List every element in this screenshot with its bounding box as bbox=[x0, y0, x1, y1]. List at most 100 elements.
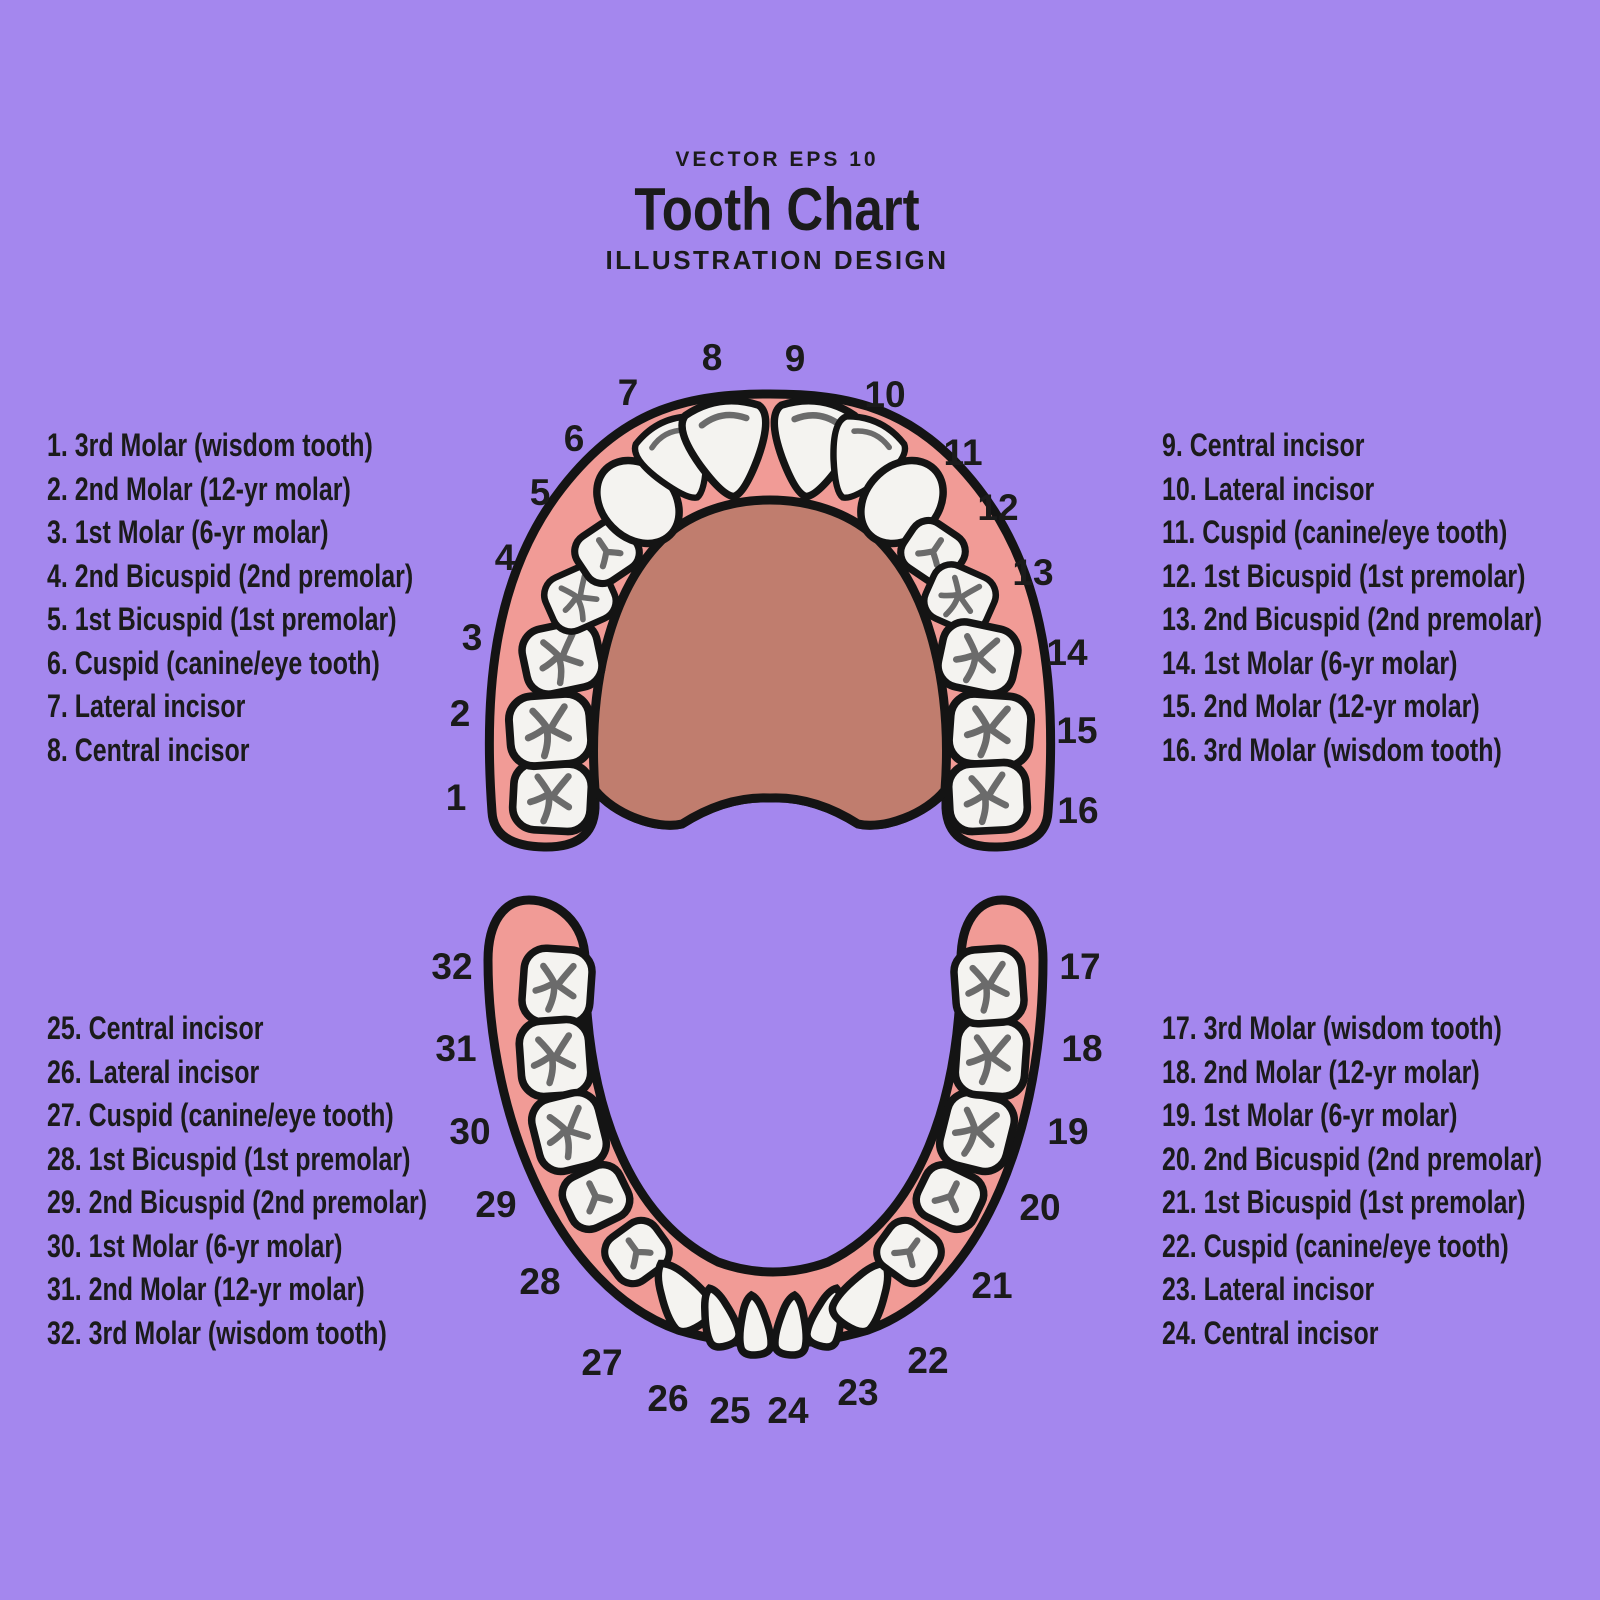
tooth-number-label: 32 bbox=[431, 946, 472, 987]
page-title: Tooth Chart bbox=[634, 176, 920, 243]
tooth-fissure bbox=[532, 962, 577, 1013]
tooth-3 bbox=[518, 618, 606, 698]
tooth-fissure bbox=[595, 537, 624, 570]
tooth-shape bbox=[828, 1259, 892, 1336]
tooth-number-label: 26 bbox=[647, 1378, 688, 1419]
legend-item: 30. 1st Molar (6-yr molar) bbox=[47, 1227, 343, 1264]
tooth-fissure bbox=[963, 771, 1010, 826]
legend-item: 14. 1st Molar (6-yr molar) bbox=[1162, 644, 1458, 681]
tooth-number-label: 2 bbox=[450, 693, 471, 734]
tooth-fissure bbox=[524, 703, 573, 760]
legend-item: 23. Lateral incisor bbox=[1162, 1271, 1375, 1307]
legend-item: 5. 1st Bicuspid (1st premolar) bbox=[47, 601, 397, 637]
title-subtitle: ILLUSTRATION DESIGN bbox=[605, 245, 949, 275]
legend-item: 18. 2nd Molar (12-yr molar) bbox=[1162, 1053, 1480, 1090]
tooth-fissure bbox=[625, 1237, 654, 1270]
tooth-27 bbox=[654, 1259, 718, 1336]
tooth-number-label: 31 bbox=[435, 1028, 476, 1069]
tooth-number-label: 22 bbox=[907, 1340, 948, 1381]
tooth-16 bbox=[944, 758, 1032, 836]
legend-item: 20. 2nd Bicuspid (2nd premolar) bbox=[1162, 1140, 1543, 1177]
tooth-shape bbox=[736, 1290, 775, 1359]
legend-item: 13. 2nd Bicuspid (2nd premolar) bbox=[1162, 601, 1543, 637]
tooth-number-label: 30 bbox=[449, 1111, 490, 1152]
legend-item: 16. 3rd Molar (wisdom tooth) bbox=[1162, 731, 1502, 768]
tooth-number-label: 6 bbox=[564, 418, 585, 459]
tooth-shape bbox=[771, 1290, 810, 1359]
tooth-22 bbox=[828, 1259, 892, 1336]
tooth-fissure bbox=[558, 573, 600, 623]
legend-item: 12. 1st Bicuspid (1st premolar) bbox=[1162, 557, 1526, 594]
tooth-number-label: 16 bbox=[1057, 790, 1098, 831]
title-block: VECTOR EPS 10 Tooth Chart ILLUSTRATION D… bbox=[605, 148, 948, 276]
tooth-fissure bbox=[530, 1032, 577, 1087]
legend-item: 8. Central incisor bbox=[47, 731, 250, 768]
tooth-31 bbox=[515, 1015, 595, 1101]
tooth-number-label: 5 bbox=[530, 472, 551, 513]
tooth-fissure bbox=[952, 633, 1001, 684]
title-kicker: VECTOR EPS 10 bbox=[675, 148, 879, 171]
legend-item: 32. 3rd Molar (wisdom tooth) bbox=[47, 1314, 387, 1351]
legend-item: 11. Cuspid (canine/eye tooth) bbox=[1162, 514, 1508, 550]
tooth-17 bbox=[950, 944, 1028, 1028]
tooth-number-label: 3 bbox=[462, 617, 483, 658]
tooth-fissure bbox=[791, 412, 843, 428]
tooth-fissure bbox=[891, 1237, 921, 1269]
tooth-number-label: 1 bbox=[446, 777, 467, 818]
tooth-number-label: 19 bbox=[1047, 1111, 1088, 1152]
legend-lower-right: 17. 3rd Molar (wisdom tooth) 18. 2nd Mola… bbox=[1162, 1007, 1542, 1355]
tooth-number-label: 21 bbox=[971, 1265, 1012, 1306]
legend-item: 3. 1st Molar (6-yr molar) bbox=[47, 514, 329, 550]
legend-item: 1. 3rd Molar (wisdom tooth) bbox=[47, 427, 373, 463]
legend-item: 26. Lateral incisor bbox=[47, 1053, 260, 1090]
legend-item: 25. Central incisor bbox=[47, 1010, 264, 1046]
tooth-14 bbox=[934, 618, 1022, 698]
tooth-8 bbox=[678, 396, 770, 501]
tooth-number-label: 29 bbox=[475, 1184, 516, 1225]
legend-item: 2. 2nd Molar (12-yr molar) bbox=[47, 470, 351, 507]
tooth-number-label: 12 bbox=[977, 487, 1018, 528]
legend-item: 9. Central incisor bbox=[1162, 427, 1365, 463]
tooth-number-label: 15 bbox=[1056, 710, 1097, 751]
tooth-18 bbox=[951, 1015, 1031, 1101]
tooth-fissure bbox=[851, 428, 892, 451]
tooth-number-label: 4 bbox=[495, 537, 516, 578]
tooth-fissure bbox=[698, 411, 750, 429]
legend-item: 31. 2nd Molar (12-yr molar) bbox=[47, 1271, 365, 1307]
legend-item: 29. 2nd Bicuspid (2nd premolar) bbox=[47, 1184, 428, 1220]
tooth-25 bbox=[736, 1290, 775, 1359]
tooth-number-label: 7 bbox=[618, 372, 639, 413]
tooth-number-label: 18 bbox=[1061, 1028, 1102, 1069]
tooth-shape bbox=[830, 412, 909, 501]
tooth-number-label: 9 bbox=[785, 338, 806, 379]
tooth-number-label: 20 bbox=[1019, 1187, 1060, 1228]
legend-item: 15. 2nd Molar (12-yr molar) bbox=[1162, 688, 1480, 724]
tooth-10 bbox=[830, 412, 909, 501]
tooth-15 bbox=[944, 689, 1036, 771]
tooth-fissure bbox=[586, 1180, 614, 1215]
tooth-fissure bbox=[965, 960, 1010, 1014]
legend-item: 17. 3rd Molar (wisdom tooth) bbox=[1162, 1010, 1502, 1046]
tooth-24 bbox=[771, 1290, 810, 1359]
tooth-32 bbox=[518, 944, 596, 1028]
legend-item: 24. Central incisor bbox=[1162, 1314, 1379, 1351]
legend-item: 6. Cuspid (canine/eye tooth) bbox=[47, 644, 380, 681]
tooth-number-label: 23 bbox=[837, 1372, 878, 1413]
tooth-fissure bbox=[546, 1104, 591, 1161]
tooth-26 bbox=[700, 1284, 743, 1351]
tooth-number-label: 24 bbox=[767, 1390, 809, 1431]
legend-item: 22. Cuspid (canine/eye tooth) bbox=[1162, 1227, 1509, 1264]
tooth-number-label: 28 bbox=[519, 1261, 560, 1302]
tooth-30 bbox=[527, 1088, 611, 1176]
tooth-1 bbox=[508, 758, 596, 836]
tooth-29 bbox=[558, 1160, 634, 1234]
tooth-2 bbox=[504, 689, 596, 771]
tooth-shape bbox=[654, 1259, 718, 1336]
tooth-fissure bbox=[931, 1180, 960, 1214]
tooth-28 bbox=[601, 1216, 673, 1288]
